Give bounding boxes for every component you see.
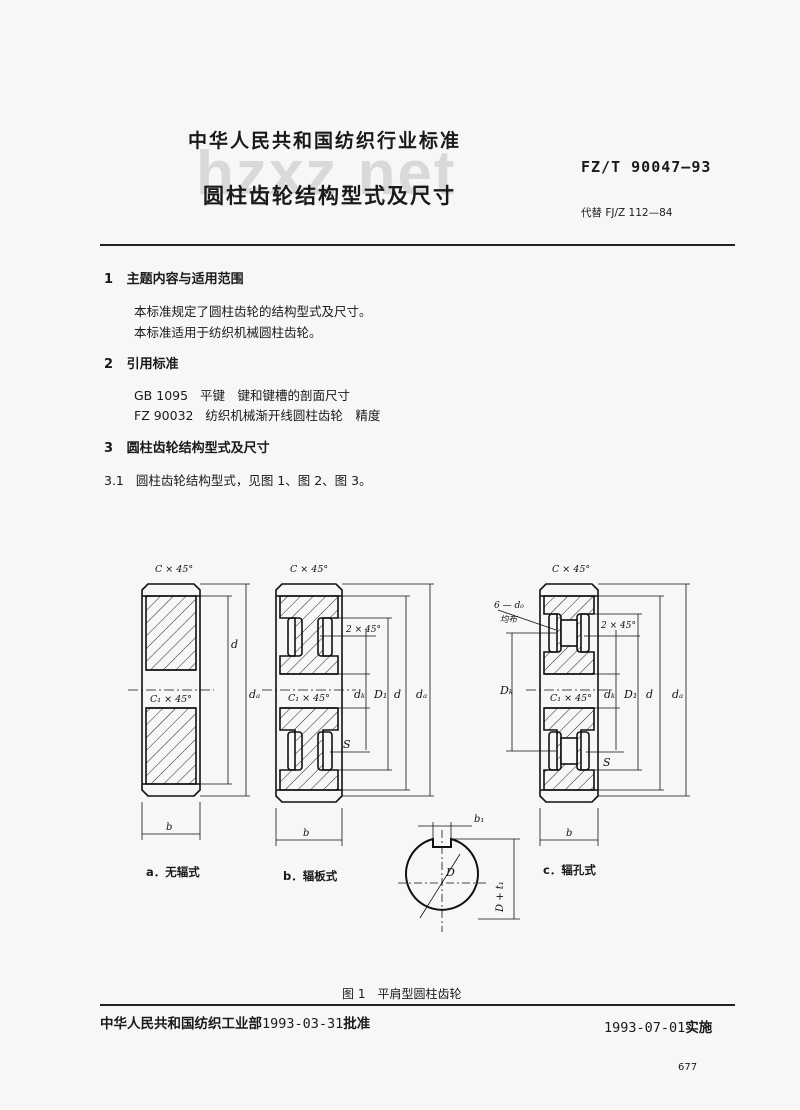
reference-1: GB 1095 平键 键和键槽的剖面尺寸 xyxy=(134,388,350,403)
label-S-c: S xyxy=(603,756,611,769)
clause-3-1: 3.1 圆柱齿轮结构型式，见图 1、图 2、图 3。 xyxy=(104,473,372,488)
organization-heading: 中华人民共和国纺织行业标准 xyxy=(188,130,462,152)
label-da-c: dₐ xyxy=(672,688,683,701)
label-dk-b: dₖ xyxy=(354,688,365,701)
label-D: D xyxy=(445,866,455,879)
label-S-b: S xyxy=(343,738,351,751)
label-da-a: dₐ xyxy=(249,688,260,701)
label-dk-c: dₖ xyxy=(604,688,615,701)
gear-solid-view xyxy=(128,583,250,840)
document-title: 圆柱齿轮结构型式及尺寸 xyxy=(203,184,456,208)
label-2x45-b: 2 × 45° xyxy=(345,625,381,635)
footer-rule xyxy=(100,1004,735,1006)
section-3-heading: 3 圆柱齿轮结构型式及尺寸 xyxy=(104,441,270,456)
page-number: 677 xyxy=(678,1062,698,1073)
label-2x45-c: 2 × 45° xyxy=(600,621,636,631)
standard-number: FZ/T 90047—93 xyxy=(581,158,712,176)
label-Dk-c: Dₖ xyxy=(499,684,513,697)
gear-web-holes-view xyxy=(497,583,690,846)
label-b1: b₁ xyxy=(474,814,484,825)
section-1-para-1: 本标准规定了圆柱齿轮的结构型式及尺寸。 xyxy=(134,304,372,319)
label-holes-note-c: 均布 xyxy=(500,614,519,625)
label-inner-chamfer-a: C₁ × 45° xyxy=(150,694,192,705)
label-chamfer-c: C × 45° xyxy=(552,564,590,575)
section-1-para-2: 本标准适用于纺织机械圆柱齿轮。 xyxy=(134,325,322,340)
watermark: hzxz.net xyxy=(196,139,457,208)
gear-figure: C × 45° C₁ × 45° d dₐ b C × 45° 2 xyxy=(128,564,690,932)
effective-line: 1993-07-01实施 xyxy=(604,1020,713,1036)
keyway-section-view xyxy=(398,822,520,932)
label-d-a: d xyxy=(231,638,238,651)
gear-web-view xyxy=(262,583,434,846)
label-D-t1: D + t₁ xyxy=(495,881,506,913)
label-b-a: b xyxy=(166,822,172,833)
reference-2: FZ 90032 纺织机械渐开线圆柱齿轮 精度 xyxy=(134,408,381,423)
header-rule xyxy=(100,244,735,246)
label-d-c: d xyxy=(646,688,653,701)
label-D1-b: D₁ xyxy=(373,688,387,701)
label-inner-chamfer-c: C₁ × 45° xyxy=(550,693,592,704)
label-inner-chamfer-b: C₁ × 45° xyxy=(288,693,330,704)
label-chamfer-a: C × 45° xyxy=(155,564,193,575)
replaces-note: 代替 FJ/Z 112—84 xyxy=(581,207,673,219)
section-1-heading: 1 主题内容与适用范围 xyxy=(104,272,244,287)
section-2-heading: 2 引用标准 xyxy=(104,357,179,372)
figure-title: 图 1 平肩型圆柱齿轮 xyxy=(342,987,462,1001)
caption-a: a．无辐式 xyxy=(146,865,200,879)
label-da-b: dₐ xyxy=(416,688,427,701)
label-d-b: d xyxy=(394,688,401,701)
label-D1-c: D₁ xyxy=(623,688,637,701)
caption-c: c．辐孔式 xyxy=(543,863,596,877)
label-b-b: b xyxy=(303,828,309,839)
label-holes-c: 6 — d₀ xyxy=(494,601,524,611)
label-b-c: b xyxy=(566,828,572,839)
caption-b: b．辐板式 xyxy=(283,869,338,883)
issuer-line: 中华人民共和国纺织工业部1993-03-31批准 xyxy=(100,1016,371,1032)
label-chamfer-b: C × 45° xyxy=(290,564,328,575)
